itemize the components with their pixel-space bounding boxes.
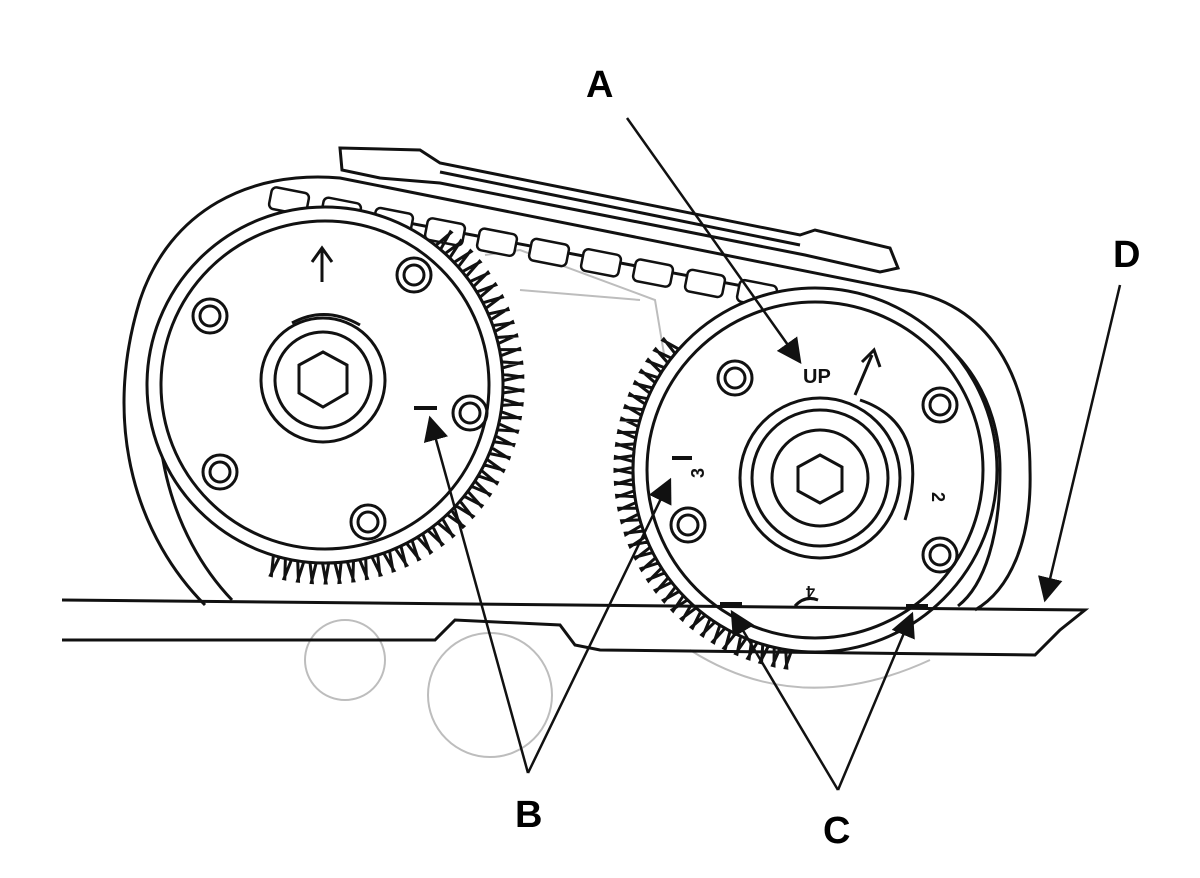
mark-2: 2 xyxy=(928,492,948,502)
chain-link xyxy=(527,237,571,268)
callout-d: D xyxy=(1113,234,1141,276)
mark-4: 4 xyxy=(806,582,815,599)
callout-b: B xyxy=(515,794,543,836)
cylinder-head-surface xyxy=(61,598,1090,657)
callout-a: A xyxy=(586,64,614,106)
callout-c: C xyxy=(823,810,851,852)
chain-guide xyxy=(338,146,901,274)
mark-3: 3 xyxy=(688,468,708,478)
chain-link xyxy=(631,258,675,288)
right-camshaft-sprocket xyxy=(613,286,999,670)
left-camshaft-sprocket xyxy=(145,205,525,585)
leader-lines xyxy=(423,117,1122,791)
chain-link xyxy=(579,247,623,278)
chain-link xyxy=(683,268,727,299)
chain-link xyxy=(475,227,519,258)
up-mark: UP xyxy=(803,366,831,388)
